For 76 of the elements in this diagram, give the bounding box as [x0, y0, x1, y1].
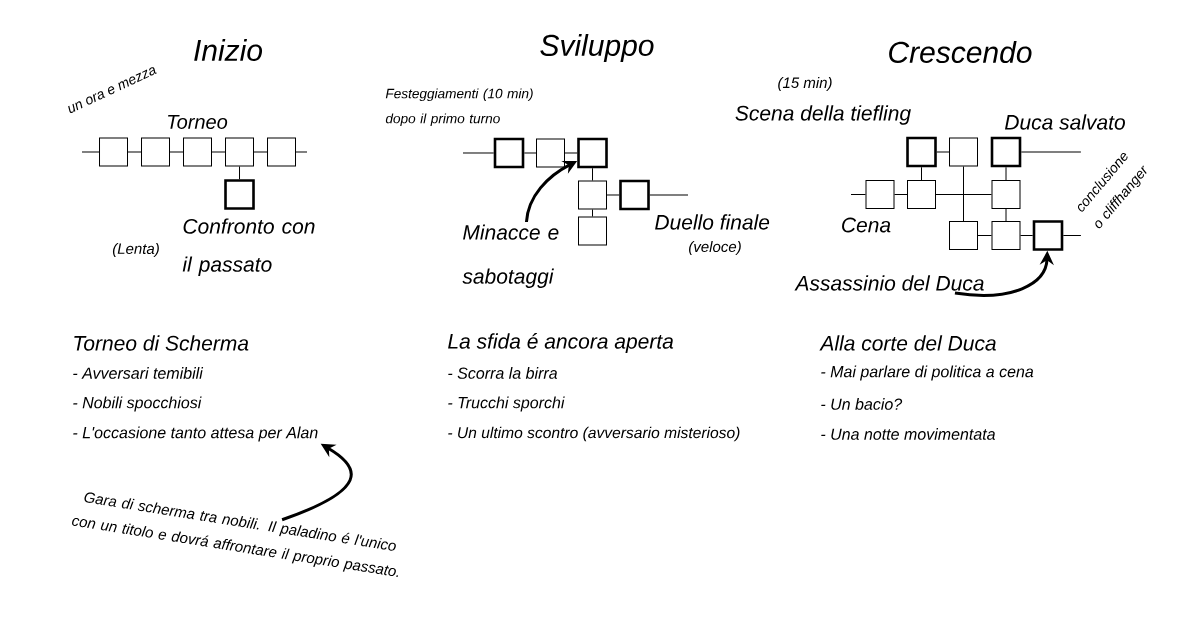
connector-line: [295, 151, 308, 153]
connector-line: [127, 151, 142, 153]
scene-box: [578, 180, 607, 210]
list-item: - Avversari temibili: [73, 367, 204, 379]
connector-line: [211, 151, 226, 153]
list-heading: La sfida é ancora aperta: [448, 333, 674, 353]
connector-line: [523, 152, 537, 154]
scene-box: [224, 179, 255, 210]
connector-line: [977, 235, 992, 236]
list-item: - Un ultimo scontro (avversario misterioso): [448, 426, 740, 442]
connector-line: [564, 152, 578, 154]
scene-label: Scena della tiefling: [735, 105, 911, 125]
connector-line: [592, 167, 593, 181]
section-heading: Crescendo: [889, 40, 1032, 63]
annotation: un ora e mezza: [68, 67, 157, 114]
scene-box: [493, 137, 525, 169]
note-text: Gara di scherma tra nobili. Il paladino é l'unico con un titolo e dovrá affrontare il proprio passato.: [72, 492, 399, 577]
section-heading: Sviluppo: [540, 34, 654, 62]
connector-line: [935, 194, 992, 195]
connector-line: [592, 209, 593, 217]
scene-box: [183, 137, 212, 167]
list-heading: Alla corte del Duca: [819, 335, 996, 351]
scene-box: [536, 138, 565, 168]
scene-box: [906, 136, 937, 168]
scene-box: [990, 136, 1022, 168]
scene-box: [577, 137, 608, 169]
list-item: - L'occasione tanto attesa per Alan: [73, 426, 318, 442]
scene-box: [225, 137, 254, 167]
connector-line: [253, 151, 268, 153]
connector-line: [1005, 166, 1007, 181]
connector-line: [963, 166, 964, 222]
scene-box: [1032, 220, 1064, 251]
list-item: - Un bacio?: [821, 398, 903, 410]
connector-line: [169, 151, 184, 153]
annotation: Torneo: [168, 115, 228, 129]
list-item: - Scorra la birra: [448, 367, 558, 379]
scene-box: [991, 180, 1021, 209]
annotation: Minacce e sabotaggi: [462, 224, 559, 288]
annotation: (veloce): [689, 241, 741, 255]
connector-line: [1062, 235, 1082, 236]
list-item: - Trucchi sporchi: [448, 396, 565, 412]
connector-line: [1005, 208, 1007, 222]
connector-line: [606, 194, 620, 196]
connector-line: [1020, 151, 1082, 153]
scene-box: [267, 137, 296, 167]
scene-box: [578, 216, 607, 246]
list-item: - Nobili spocchiosi: [73, 396, 202, 412]
connector-line: [239, 166, 240, 180]
scene-label: Duca salvato: [1004, 114, 1125, 130]
scene-label: Confronto con il passato: [182, 218, 315, 276]
annotation: Assassinio del Duca: [794, 275, 984, 291]
list-item: - Mai parlare di politica a cena: [821, 365, 1034, 381]
connector-line: [936, 151, 950, 153]
annotation: Festeggiamenti (10 min) dopo il primo turno: [385, 88, 533, 127]
annotation: (Lenta): [112, 243, 159, 257]
list-item: - Una notte movimentata: [821, 428, 995, 440]
scene-box: [949, 137, 978, 167]
scene-box: [907, 180, 936, 209]
list-heading: Torneo di Scherma: [74, 335, 249, 351]
connector-line: [894, 194, 908, 195]
scene-box: [141, 137, 170, 167]
section-heading: Inizio: [194, 39, 263, 61]
scene-box: [865, 180, 895, 209]
scene-box: [949, 221, 978, 250]
connector-line: [462, 152, 495, 154]
scene-label: Cena: [842, 217, 891, 233]
connector-line: [850, 194, 866, 195]
scene-box: [991, 221, 1021, 250]
connector-line: [81, 151, 100, 153]
connector-line: [649, 194, 689, 196]
connector-line: [921, 166, 922, 181]
connector-line: [1020, 235, 1034, 236]
scene-box: [619, 179, 650, 211]
scene-label: Duello finale: [655, 214, 770, 230]
annotation: (15 min): [778, 77, 832, 91]
scene-box: [99, 137, 128, 167]
